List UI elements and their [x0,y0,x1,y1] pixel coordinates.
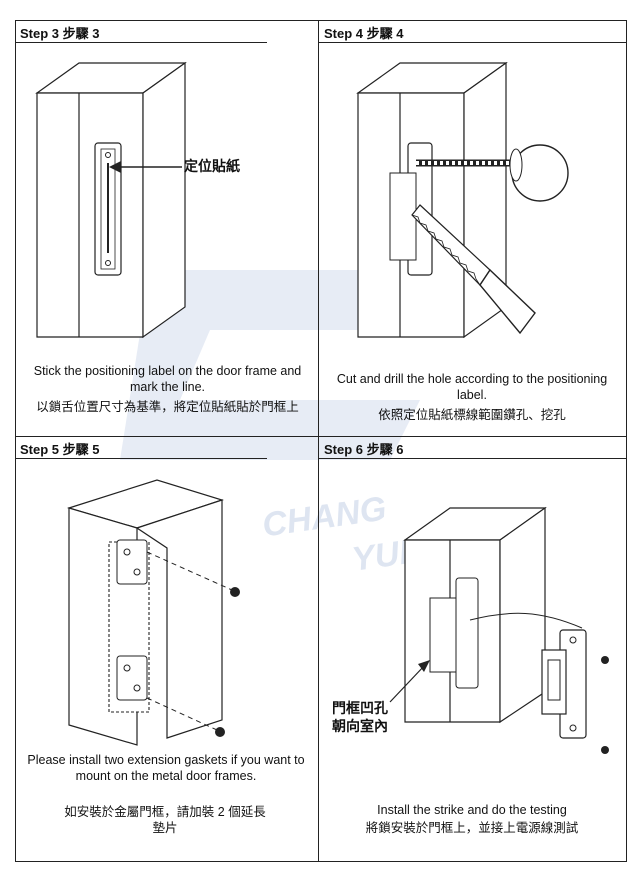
step-5-heading-rule [15,458,267,459]
step-3-heading-rule [15,42,267,43]
step-4-caption-zh: 依照定位貼紙標線範圍鑽孔、挖孔 [378,408,566,422]
step-4-heading: Step 4 步驟 4 [324,26,404,41]
step-3-caption-en: Stick the positioning label on the door … [33,364,302,394]
row-divider [15,436,627,437]
step-5-heading: Step 5 步驟 5 [20,442,100,457]
step-5-caption-en: Please install two extension gaskets if … [27,753,305,783]
step-3-callout: 定位貼紙 [184,159,240,175]
steps-grid [15,20,627,862]
step-4-illustration [356,61,569,339]
step-4-heading-rule [318,42,627,43]
step-4-caption-en: Cut and drill the hole according to the … [336,372,608,402]
column-divider [318,20,319,862]
step-3-illustration [35,61,187,339]
step-6-caption-zh: 將鎖安裝於門框上，並接上電源線測試 [365,821,579,835]
step-3-heading: Step 3 步驟 3 [20,26,100,41]
step-6-heading: Step 6 步驟 6 [324,442,404,457]
step-5-caption-zh: 如安裝於金屬門框，請加裝 2 個延長墊片 [64,805,266,835]
step-6-caption-en: Install the strike and do the testing [377,803,567,817]
step-6-callout: 門框凹孔朝向室內 [332,701,388,735]
step-5-illustration [66,479,240,746]
step-6-illustration [389,506,609,754]
step-6-heading-rule [318,458,627,459]
step-3-caption-zh: 以鎖舌位置尺寸為基準，將定位貼紙貼於門框上 [36,400,299,414]
